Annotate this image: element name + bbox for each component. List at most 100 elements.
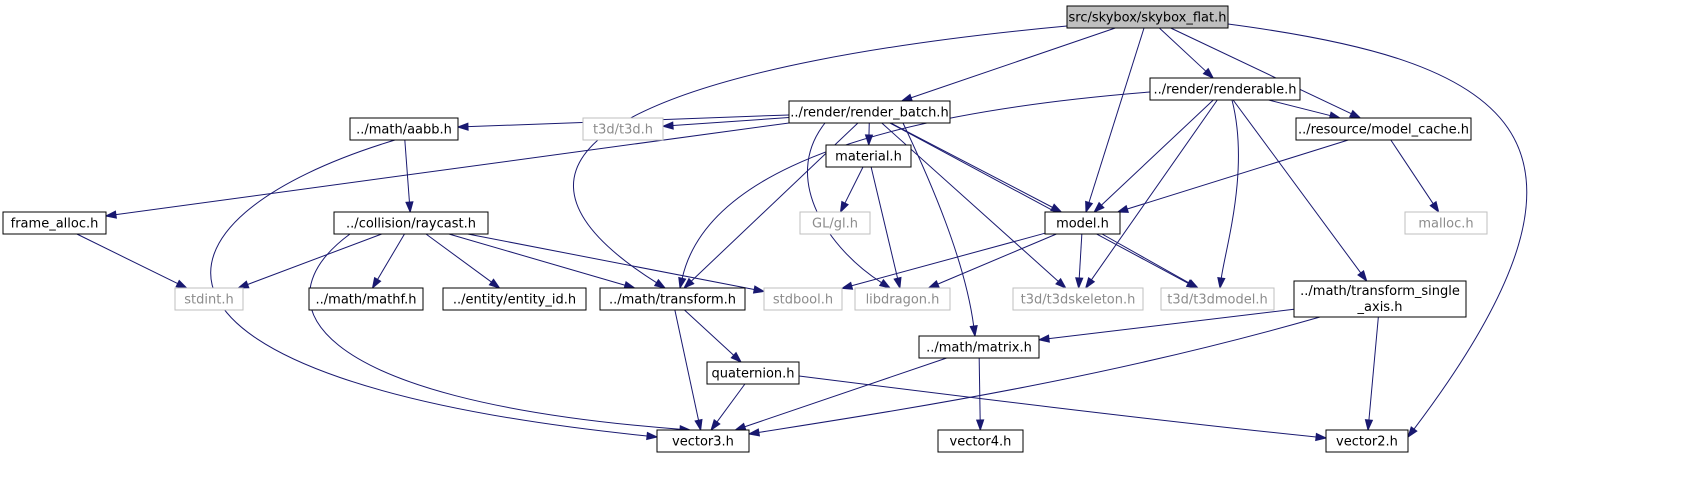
edge-root-to-transform xyxy=(572,25,1068,289)
edge-raycast-to-stdint xyxy=(236,233,382,289)
edge-tsa-to-matrix xyxy=(1037,308,1295,343)
edge-line xyxy=(674,309,700,421)
edge-arrowhead xyxy=(1217,277,1226,290)
edge-raycast-to-mathf xyxy=(371,233,405,290)
edge-arrowhead xyxy=(1364,419,1374,432)
edge-model-to-stdbool xyxy=(840,232,1046,290)
edge-line xyxy=(844,166,864,204)
node-label: t3d/t3dmodel.h xyxy=(1167,293,1267,308)
node-box xyxy=(442,287,587,311)
edge-arrowhead xyxy=(104,210,117,219)
node-matrix[interactable]: ../math/matrix.h xyxy=(918,335,1040,359)
edge-raycast-to-entity_id xyxy=(425,233,501,289)
edge-line xyxy=(902,122,975,327)
node-entity-id[interactable]: ../entity/entity_id.h xyxy=(442,287,587,311)
node-vector3[interactable]: vector3.h xyxy=(656,429,750,453)
edge-arrowhead xyxy=(878,278,892,289)
edge-arrowhead xyxy=(1055,277,1067,290)
edge-render_batch-to-material xyxy=(864,122,874,147)
node-vector2[interactable]: vector2.h xyxy=(1325,429,1409,453)
edge-model_cache-to-model xyxy=(1116,139,1349,213)
edge-arrowhead xyxy=(1075,277,1084,290)
edge-arrowhead xyxy=(371,276,382,290)
edge-arrowhead xyxy=(893,276,902,290)
node-box xyxy=(599,287,746,311)
edge-line xyxy=(1390,139,1434,204)
edge-line xyxy=(1101,233,1190,284)
edge-arrowhead xyxy=(839,200,849,214)
edge-arrowhead xyxy=(864,134,874,147)
edge-line xyxy=(1101,99,1214,206)
edge-transform-to-vector3 xyxy=(674,309,703,432)
edge-line xyxy=(247,233,382,285)
edge-arrowhead xyxy=(488,278,501,289)
node-material[interactable]: material.h xyxy=(825,144,912,168)
edge-line xyxy=(1170,27,1352,115)
edge-line xyxy=(1088,27,1145,203)
edge-line xyxy=(910,27,1116,99)
node-model-cache[interactable]: ../resource/model_cache.h xyxy=(1295,117,1472,141)
node-box xyxy=(2,211,107,235)
node-box xyxy=(799,211,871,235)
edge-quaternion-to-vector3 xyxy=(710,383,746,432)
node-label: ../math/transform.h xyxy=(609,293,736,308)
node-box xyxy=(918,335,1040,359)
edge-line xyxy=(1232,99,1362,274)
node-stdbool: stdbool.h xyxy=(763,287,843,311)
node-label: ../entity/entity_id.h xyxy=(453,293,576,308)
node-box xyxy=(1293,280,1467,318)
node-root[interactable]: src/skybox/skybox_flat.h xyxy=(1066,5,1229,29)
edge-line xyxy=(76,233,178,285)
edge-renderable-to-t3dskeleton xyxy=(1084,99,1218,290)
node-render-batch[interactable]: ../render/render_batch.h xyxy=(788,100,951,124)
node-box xyxy=(1160,287,1275,311)
edge-model-to-t3dmodel xyxy=(1101,233,1200,289)
edge-renderable-to-model xyxy=(1093,99,1214,214)
node-transform[interactable]: ../math/transform.h xyxy=(599,287,746,311)
node-box xyxy=(825,144,912,168)
edge-tsa-to-vector2 xyxy=(1364,316,1379,432)
edge-line xyxy=(572,25,1068,284)
edge-line xyxy=(1220,99,1239,279)
node-mathf[interactable]: ../math/mathf.h xyxy=(308,287,424,311)
node-frame-alloc[interactable]: frame_alloc.h xyxy=(2,211,107,235)
node-quaternion[interactable]: quaternion.h xyxy=(706,361,800,385)
node-vector4[interactable]: vector4.h xyxy=(937,429,1024,453)
node-label: vector4.h xyxy=(950,435,1012,450)
edge-arrowhead xyxy=(927,280,940,289)
edge-arrowhead xyxy=(730,351,743,364)
edge-line xyxy=(684,309,735,356)
edge-arrowhead xyxy=(1050,203,1063,213)
edge-frame_alloc-to-stdint xyxy=(76,233,188,289)
node-label: ../math/mathf.h xyxy=(316,293,417,308)
node-label-line2: _axis.h xyxy=(1357,300,1403,315)
edge-render_batch-to-frame_alloc xyxy=(104,122,790,219)
edge-raycast-to-vector3 xyxy=(309,233,692,434)
edge-arrowhead xyxy=(456,122,469,131)
edge-line xyxy=(716,383,746,423)
edge-line xyxy=(467,233,755,291)
edge-line xyxy=(1368,316,1379,421)
node-label: vector2.h xyxy=(1336,435,1398,450)
edge-line xyxy=(1091,99,1218,281)
edge-arrowhead xyxy=(900,93,913,102)
node-tsa[interactable]: ../math/transform_single_axis.h xyxy=(1293,280,1467,318)
node-box xyxy=(174,287,244,311)
node-label: ../math/aabb.h xyxy=(356,123,452,138)
node-renderable[interactable]: ../render/renderable.h xyxy=(1149,77,1301,101)
node-label: ../math/matrix.h xyxy=(926,341,1032,356)
edge-model-to-libdragon xyxy=(927,233,1057,289)
node-aabb[interactable]: ../math/aabb.h xyxy=(349,117,459,141)
node-box xyxy=(1044,211,1121,235)
edge-arrowhead xyxy=(1349,109,1362,119)
edge-line xyxy=(1078,233,1083,279)
node-label: t3d/t3dskeleton.h xyxy=(1021,293,1136,308)
node-malloc: malloc.h xyxy=(1404,211,1488,235)
node-raycast[interactable]: ../collision/raycast.h xyxy=(333,211,489,235)
edge-tsa-to-vector3 xyxy=(747,316,1321,437)
edge-transform-to-quaternion xyxy=(684,309,743,364)
edge-render_batch-to-model xyxy=(890,122,1063,213)
node-label: ../render/render_batch.h xyxy=(790,106,948,121)
node-model[interactable]: model.h xyxy=(1044,211,1121,235)
edge-render_batch-to-matrix xyxy=(902,122,978,338)
